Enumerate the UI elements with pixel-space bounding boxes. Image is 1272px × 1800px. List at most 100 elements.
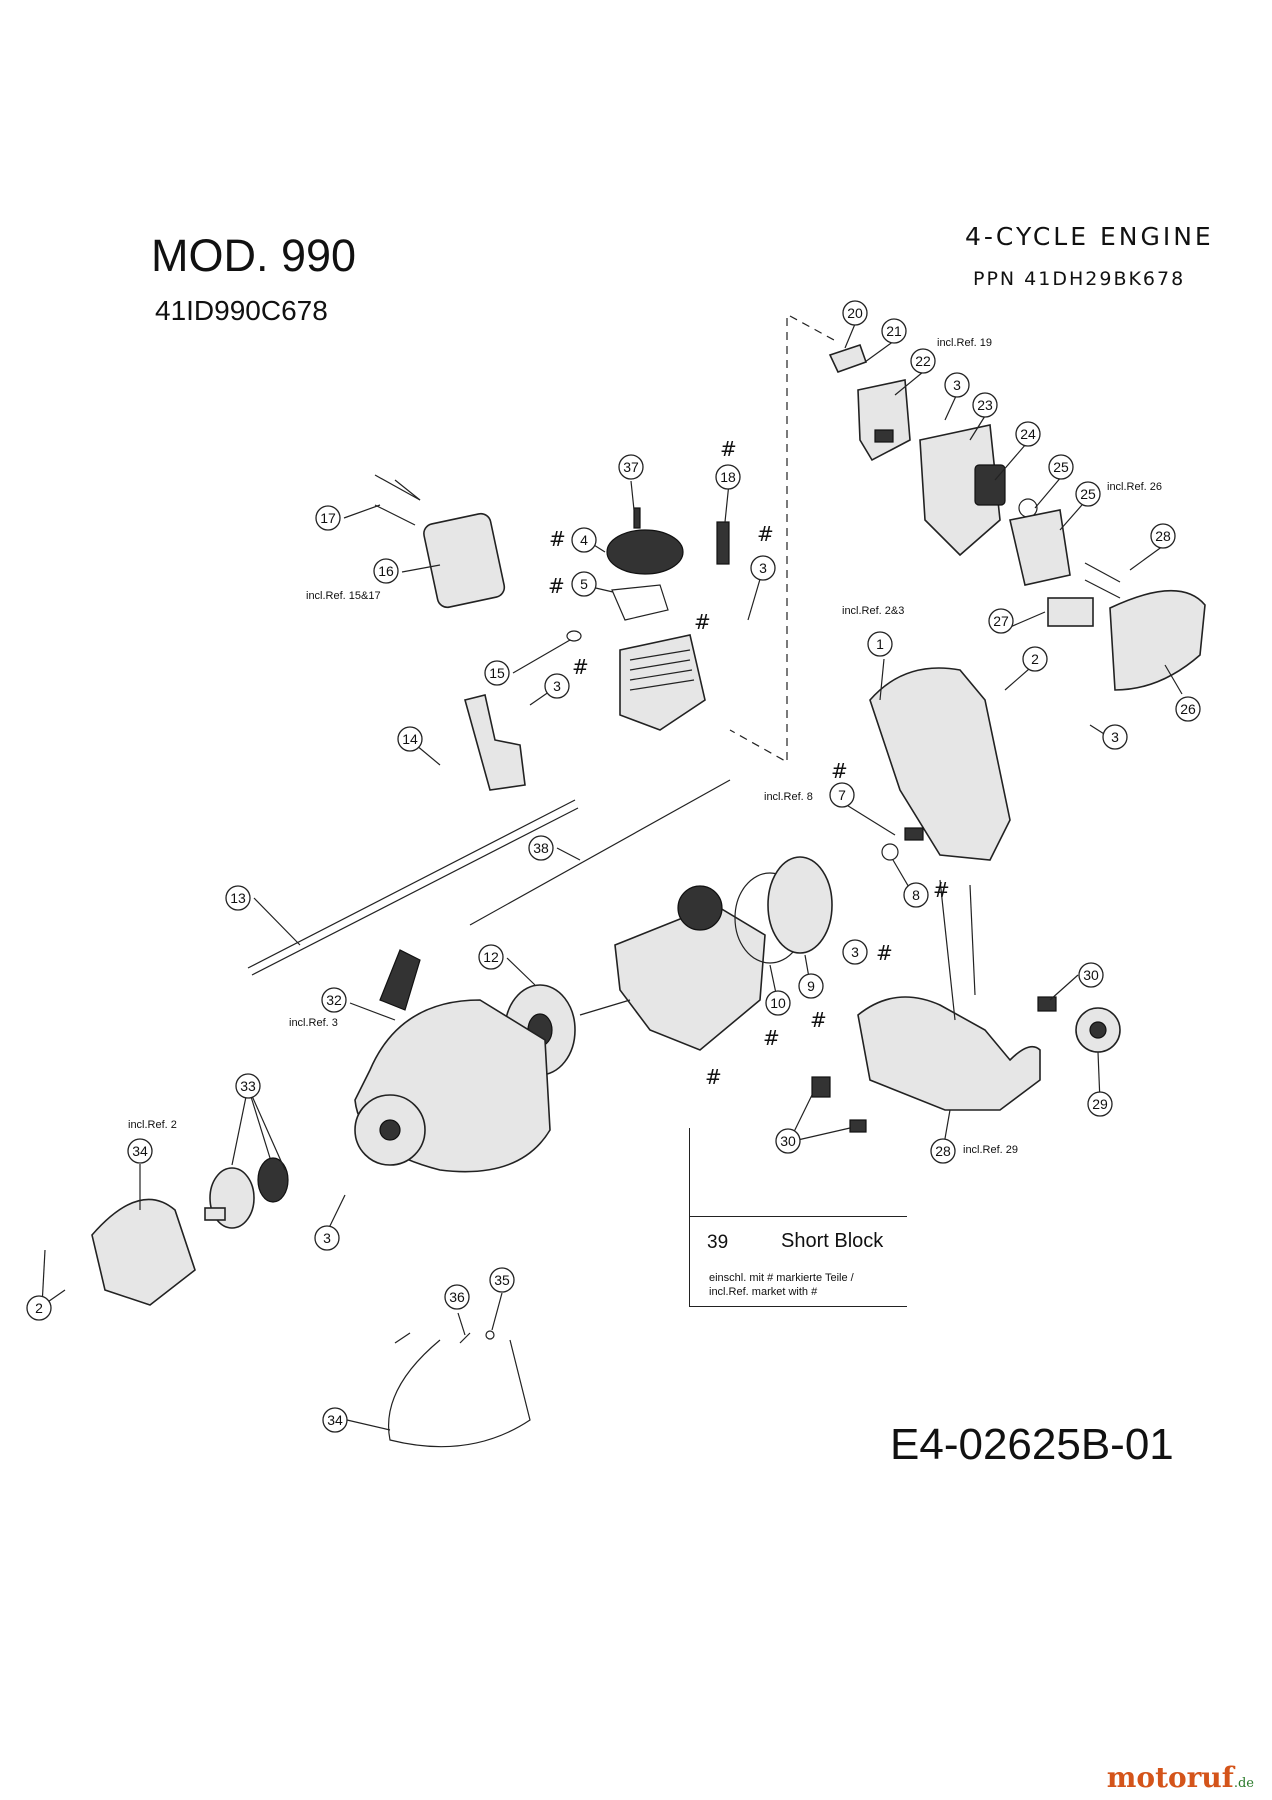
clutch-shoe-32 [257,1157,289,1203]
fan-housing-1 [869,667,1011,861]
bolts-17 [374,474,421,526]
callout-13: 13 [225,885,251,911]
callout-14: 14 [397,726,423,752]
callout-22: 23 [972,392,998,418]
svg-text:30: 30 [780,1133,796,1149]
legend-note-line-2: incl.Ref. market with # [709,1286,818,1298]
svg-text:12: 12 [483,949,499,965]
svg-text:14: 14 [402,731,418,747]
svg-text:24: 24 [1020,426,1036,442]
ring-part-24 [1018,498,1038,518]
callout-27: 28 [1150,523,1176,549]
fuel-lines [939,879,976,1021]
clutch-drum-32 [204,1167,255,1229]
callout-38: 38 [528,835,554,861]
note-incl-ref-15-17: incl.Ref. 15&17 [306,590,381,602]
svg-text:37: 37 [623,459,639,475]
fuel-filter-30 [849,1119,867,1133]
ignition-coil-14 [464,694,526,791]
callout-2-a: 2 [1022,646,1048,672]
svg-text:23: 23 [977,397,993,413]
svg-text:18: 18 [720,469,736,485]
callout-20: 21 [881,318,907,344]
model-number: 41ID990C678 [155,295,328,326]
screw-36 [394,1332,471,1344]
note-incl-ref-2-3: incl.Ref. 2&3 [842,605,905,617]
bolt-37 [633,507,641,529]
svg-text:4: 4 [580,532,588,548]
legend-note-line-1: einschl. mit # markierte Teile / [709,1272,854,1284]
filter-element-26 [1047,597,1094,627]
callout-10: 10 [765,990,791,1016]
callout-3-e: 3 [544,673,570,699]
svg-text:8: 8 [912,887,920,903]
gasket-part-19 [828,343,868,373]
svg-text:20: 20 [847,305,863,321]
note-incl-ref-19: incl.Ref. 19 [937,337,993,349]
callout-28: 28 [930,1138,956,1164]
gasket-5 [611,584,669,621]
spark-plug-18 [716,521,730,565]
callout-23: 24 [1015,421,1041,447]
callout-34: 34 [322,1407,348,1433]
hash-mark: # [933,878,950,902]
air-box-16 [423,512,506,609]
callout-21: 22 [910,348,936,374]
crankcase-block [614,885,766,1051]
hash-mark: # [572,655,589,679]
recoil-starter-31 [354,999,551,1173]
svg-text:3: 3 [323,1230,331,1246]
callout-2-b: 2 [26,1295,52,1321]
svg-text:2: 2 [35,1300,43,1316]
callout-37: 37 [618,454,644,480]
fuel-tank-28 [857,996,1041,1111]
clutch-housing-33 [91,1198,196,1306]
fuel-cap-29 [1075,1007,1121,1053]
callout-30-a: 30 [1078,962,1104,988]
plate-9 [767,856,833,954]
model-title: MOD. 990 [151,230,357,281]
screw-27 [1084,562,1121,599]
air-filter-housing-25 [1009,509,1071,586]
svg-text:3: 3 [1111,729,1119,745]
cable-38 [469,779,731,926]
svg-text:26: 26 [1180,701,1196,717]
hash-mark: # [763,1026,780,1050]
svg-text:5: 5 [580,576,588,592]
hash-mark: # [810,1008,827,1032]
callout-35: 35 [489,1267,515,1293]
callout-12: 12 [478,944,504,970]
oring-8 [881,843,899,861]
hash-mark: # [831,759,848,783]
hash-mark: # [720,437,737,461]
svg-text:36: 36 [449,1289,465,1305]
callout-25-b: 26 [1175,696,1201,722]
callout-18: 18 [715,464,741,490]
svg-text:7: 7 [838,787,846,803]
legend-border [689,1128,690,1307]
svg-text:25: 25 [1053,459,1069,475]
grommet-30-b [811,1076,831,1098]
svg-text:17: 17 [320,510,336,526]
callout-7: 7 [829,782,855,808]
hash-mark: # [705,1065,722,1089]
svg-text:35: 35 [494,1272,510,1288]
part-23 [974,464,1006,506]
diagram-code: E4-02625B-01 [890,1420,1174,1469]
carburetor-part-21 [857,379,911,462]
callout-32: 33 [235,1073,261,1099]
short-block-legend: 39 Short Block einschl. mit # markierte … [689,1128,907,1307]
note-incl-ref-29: incl.Ref. 29 [963,1144,1019,1156]
svg-text:3: 3 [851,944,859,960]
hash-mark: # [549,527,566,551]
callout-8: 8 [903,882,929,908]
plug-7 [904,827,924,841]
svg-text:28: 28 [935,1143,951,1159]
callout-15: 15 [484,660,510,686]
svg-text:28: 28 [1155,528,1171,544]
brand-tld: .de [1233,1776,1254,1791]
filter-cover-25 [1109,589,1206,691]
oring-15 [566,630,582,642]
svg-text:32: 32 [326,992,342,1008]
